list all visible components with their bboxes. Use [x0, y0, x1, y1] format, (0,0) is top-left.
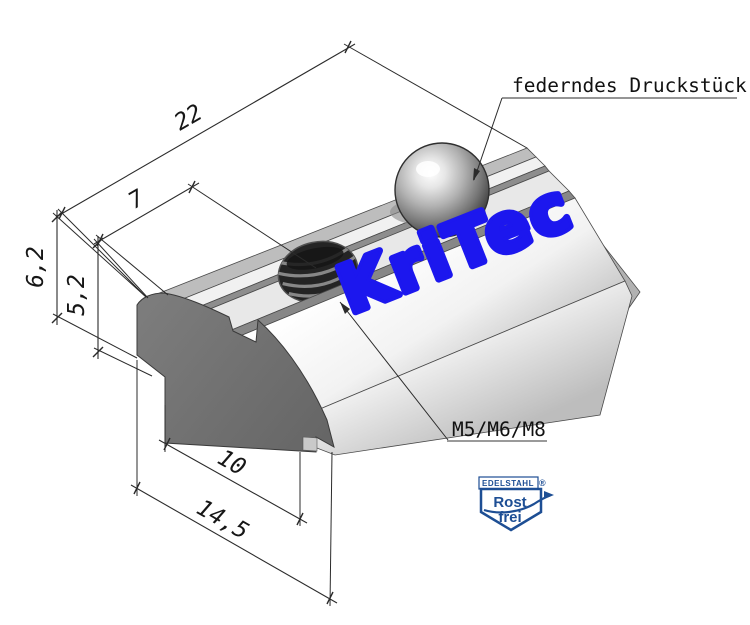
badge-registered-mark: ® — [539, 478, 546, 488]
t-nut-body — [136, 142, 641, 456]
callout-pressure-piece: federndes Druckstück — [473, 74, 747, 181]
leader-arrow — [340, 302, 350, 314]
dim-text-10: 10 — [213, 445, 250, 481]
ball-highlight — [416, 161, 440, 177]
badge-shield — [479, 487, 543, 532]
dim-text-22: 22 — [170, 100, 207, 136]
callout-thread-sizes-text: M5/M6/M8 — [452, 418, 546, 441]
leader-arrow — [473, 168, 480, 181]
callout-pressure-piece-text: federndes Druckstück — [512, 74, 747, 97]
front-face — [268, 280, 633, 456]
dimension-height-total-6-2: 6,2 — [23, 210, 147, 359]
left-end-face — [136, 292, 335, 453]
dim-text-6-2: 6,2 — [23, 246, 49, 288]
badge-line1: Rost — [493, 494, 526, 511]
flange-step-detail — [302, 436, 318, 452]
badge-header-text: EDELSTAHL — [482, 479, 534, 488]
callout-thread-sizes: M5/M6/M8 — [339, 301, 547, 442]
dimension-height-body-5-2: 5,2 — [64, 236, 153, 377]
dim-text-5-2: 5,2 — [64, 274, 90, 316]
dim-text-7: 7 — [124, 185, 149, 215]
rostfrei-badge: EDELSTAHL ® Rost frei — [478, 476, 554, 532]
badge-swoosh-plane — [544, 491, 554, 499]
